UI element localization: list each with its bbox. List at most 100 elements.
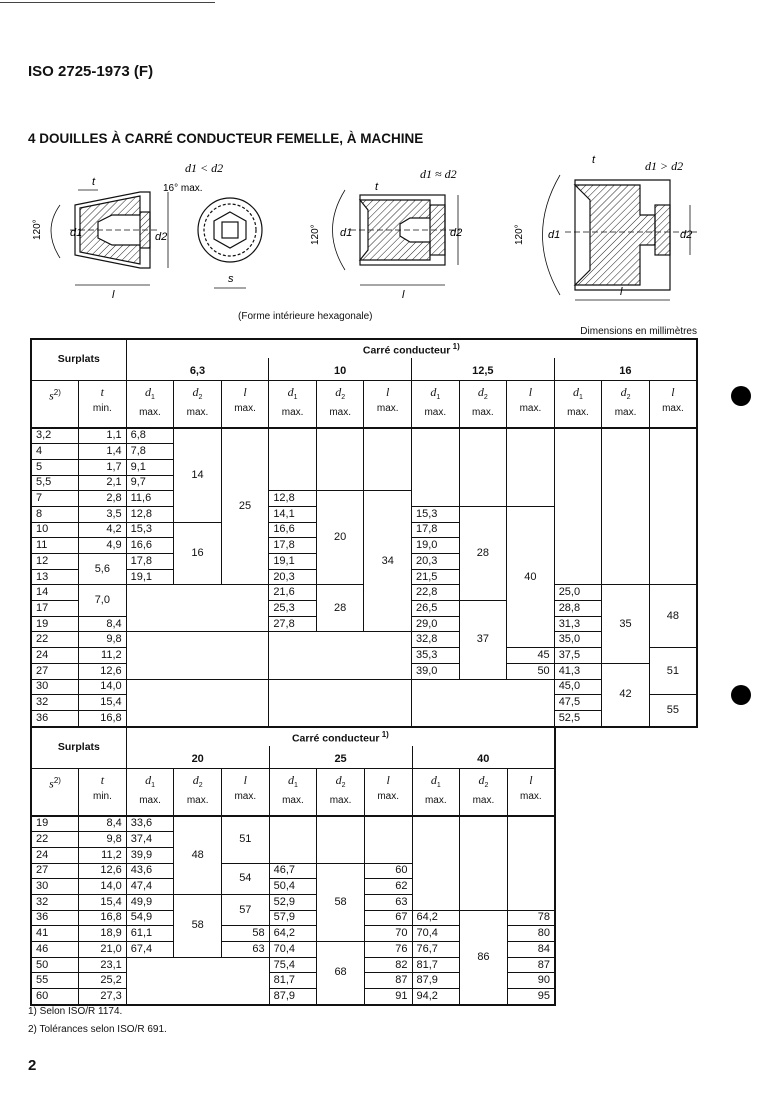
- fig2-angle-120: 120°: [310, 224, 321, 245]
- empty-cell: [648, 426, 698, 586]
- max-label: max.: [424, 794, 447, 806]
- cell-s: 36: [30, 709, 80, 728]
- cell-d1: 41,3: [553, 662, 603, 680]
- figure-1-section: [50, 189, 169, 286]
- cell-t: 14,0: [78, 878, 127, 895]
- fig2-condition: d1 ≈ d2: [420, 167, 457, 181]
- cell-l: 55: [648, 694, 698, 728]
- cell-d2: 20: [315, 490, 365, 586]
- fig2-t-label: t: [375, 181, 379, 193]
- cell-d1: 29,0: [411, 615, 460, 633]
- cell-d1: 52,9: [268, 893, 318, 911]
- cell-d1: 35,3: [411, 647, 460, 664]
- empty-cell: [316, 814, 365, 864]
- s-header: s2): [30, 379, 80, 428]
- cell-l: 50: [506, 662, 555, 680]
- cell-l: 84: [506, 941, 556, 958]
- cell-d2: 86: [459, 909, 508, 1006]
- fig1-d1-label: d1: [70, 227, 82, 239]
- cell-t: 8,4: [78, 615, 127, 633]
- empty-cell: [268, 678, 412, 728]
- cell-d1: 70,4: [268, 941, 318, 958]
- cell-d1: 45,0: [553, 678, 603, 696]
- max-label: max.: [567, 406, 589, 418]
- cell-d2: 16: [173, 521, 222, 586]
- cell-s: 8: [30, 505, 80, 523]
- top-rule: [0, 2, 215, 3]
- cell-d1: 19,0: [411, 537, 460, 554]
- empty-cell: [459, 814, 508, 911]
- cell-l: 62: [363, 878, 413, 895]
- cell-d1: 43,6: [125, 862, 175, 880]
- cell-s: 30: [30, 878, 80, 895]
- subscript: 1: [436, 393, 441, 401]
- cell-d1: 57,9: [268, 909, 318, 927]
- symbol: d: [430, 384, 437, 399]
- symbol: d: [478, 772, 485, 787]
- cell-d2: 37: [458, 600, 508, 680]
- cell-s: 17: [30, 600, 80, 617]
- symbol: d: [192, 384, 199, 399]
- cell-d1: 15,3: [125, 521, 175, 539]
- cell-s: 24: [30, 647, 80, 664]
- cell-d1: 12,8: [125, 505, 175, 523]
- cell-t: 15,4: [78, 694, 127, 711]
- cell-l: 51: [648, 647, 698, 696]
- cell-d2: 58: [316, 862, 365, 943]
- empty-cell: [458, 426, 508, 507]
- cell-l: 34: [363, 490, 412, 633]
- cell-s: 14: [30, 584, 80, 602]
- cell-d1: 17,8: [411, 521, 460, 539]
- cell-d1: 46,7: [268, 862, 318, 880]
- empty-cell: [268, 426, 317, 492]
- empty-cell: [125, 584, 270, 633]
- page-number: 2: [28, 1057, 37, 1074]
- max-label: max.: [662, 402, 684, 414]
- figure-caption: (Forme intérieure hexagonale): [238, 311, 373, 322]
- fig3-t-label: t: [592, 154, 596, 166]
- empty-cell: [411, 426, 460, 507]
- cell-l: 87: [363, 972, 413, 990]
- cell-t: 21,0: [78, 941, 127, 958]
- symbol: l: [529, 772, 533, 787]
- cell-d1: 39,0: [411, 662, 460, 680]
- square-drive-size-header: 16: [553, 357, 698, 381]
- cell-l: 57: [221, 893, 270, 927]
- cell-d1: 11,6: [125, 490, 175, 507]
- cell-d1: 31,3: [553, 615, 603, 633]
- empty-cell: [363, 426, 412, 492]
- square-drive-size-header: 6,3: [125, 357, 270, 381]
- empty-cell: [315, 426, 365, 492]
- empty-cell: [125, 956, 270, 1006]
- binder-hole-mark: [731, 386, 751, 406]
- cell-d1: 21,6: [268, 584, 317, 602]
- surplats-header: Surplats: [30, 726, 127, 769]
- max-label: max.: [519, 402, 542, 414]
- symbol: d: [620, 384, 627, 399]
- square-drive-size-header: 40: [411, 745, 556, 769]
- cell-d1: 19,1: [268, 553, 317, 570]
- cell-d1: 76,7: [411, 941, 461, 958]
- subscript: 1: [151, 781, 156, 789]
- cell-d1: 9,7: [125, 474, 175, 492]
- min-label: min.: [92, 790, 112, 802]
- cell-d1: 87,9: [268, 988, 318, 1006]
- fig1-s-label: s: [228, 273, 234, 285]
- cell-s: 7: [30, 490, 80, 507]
- figure-1-end-view: [197, 197, 263, 289]
